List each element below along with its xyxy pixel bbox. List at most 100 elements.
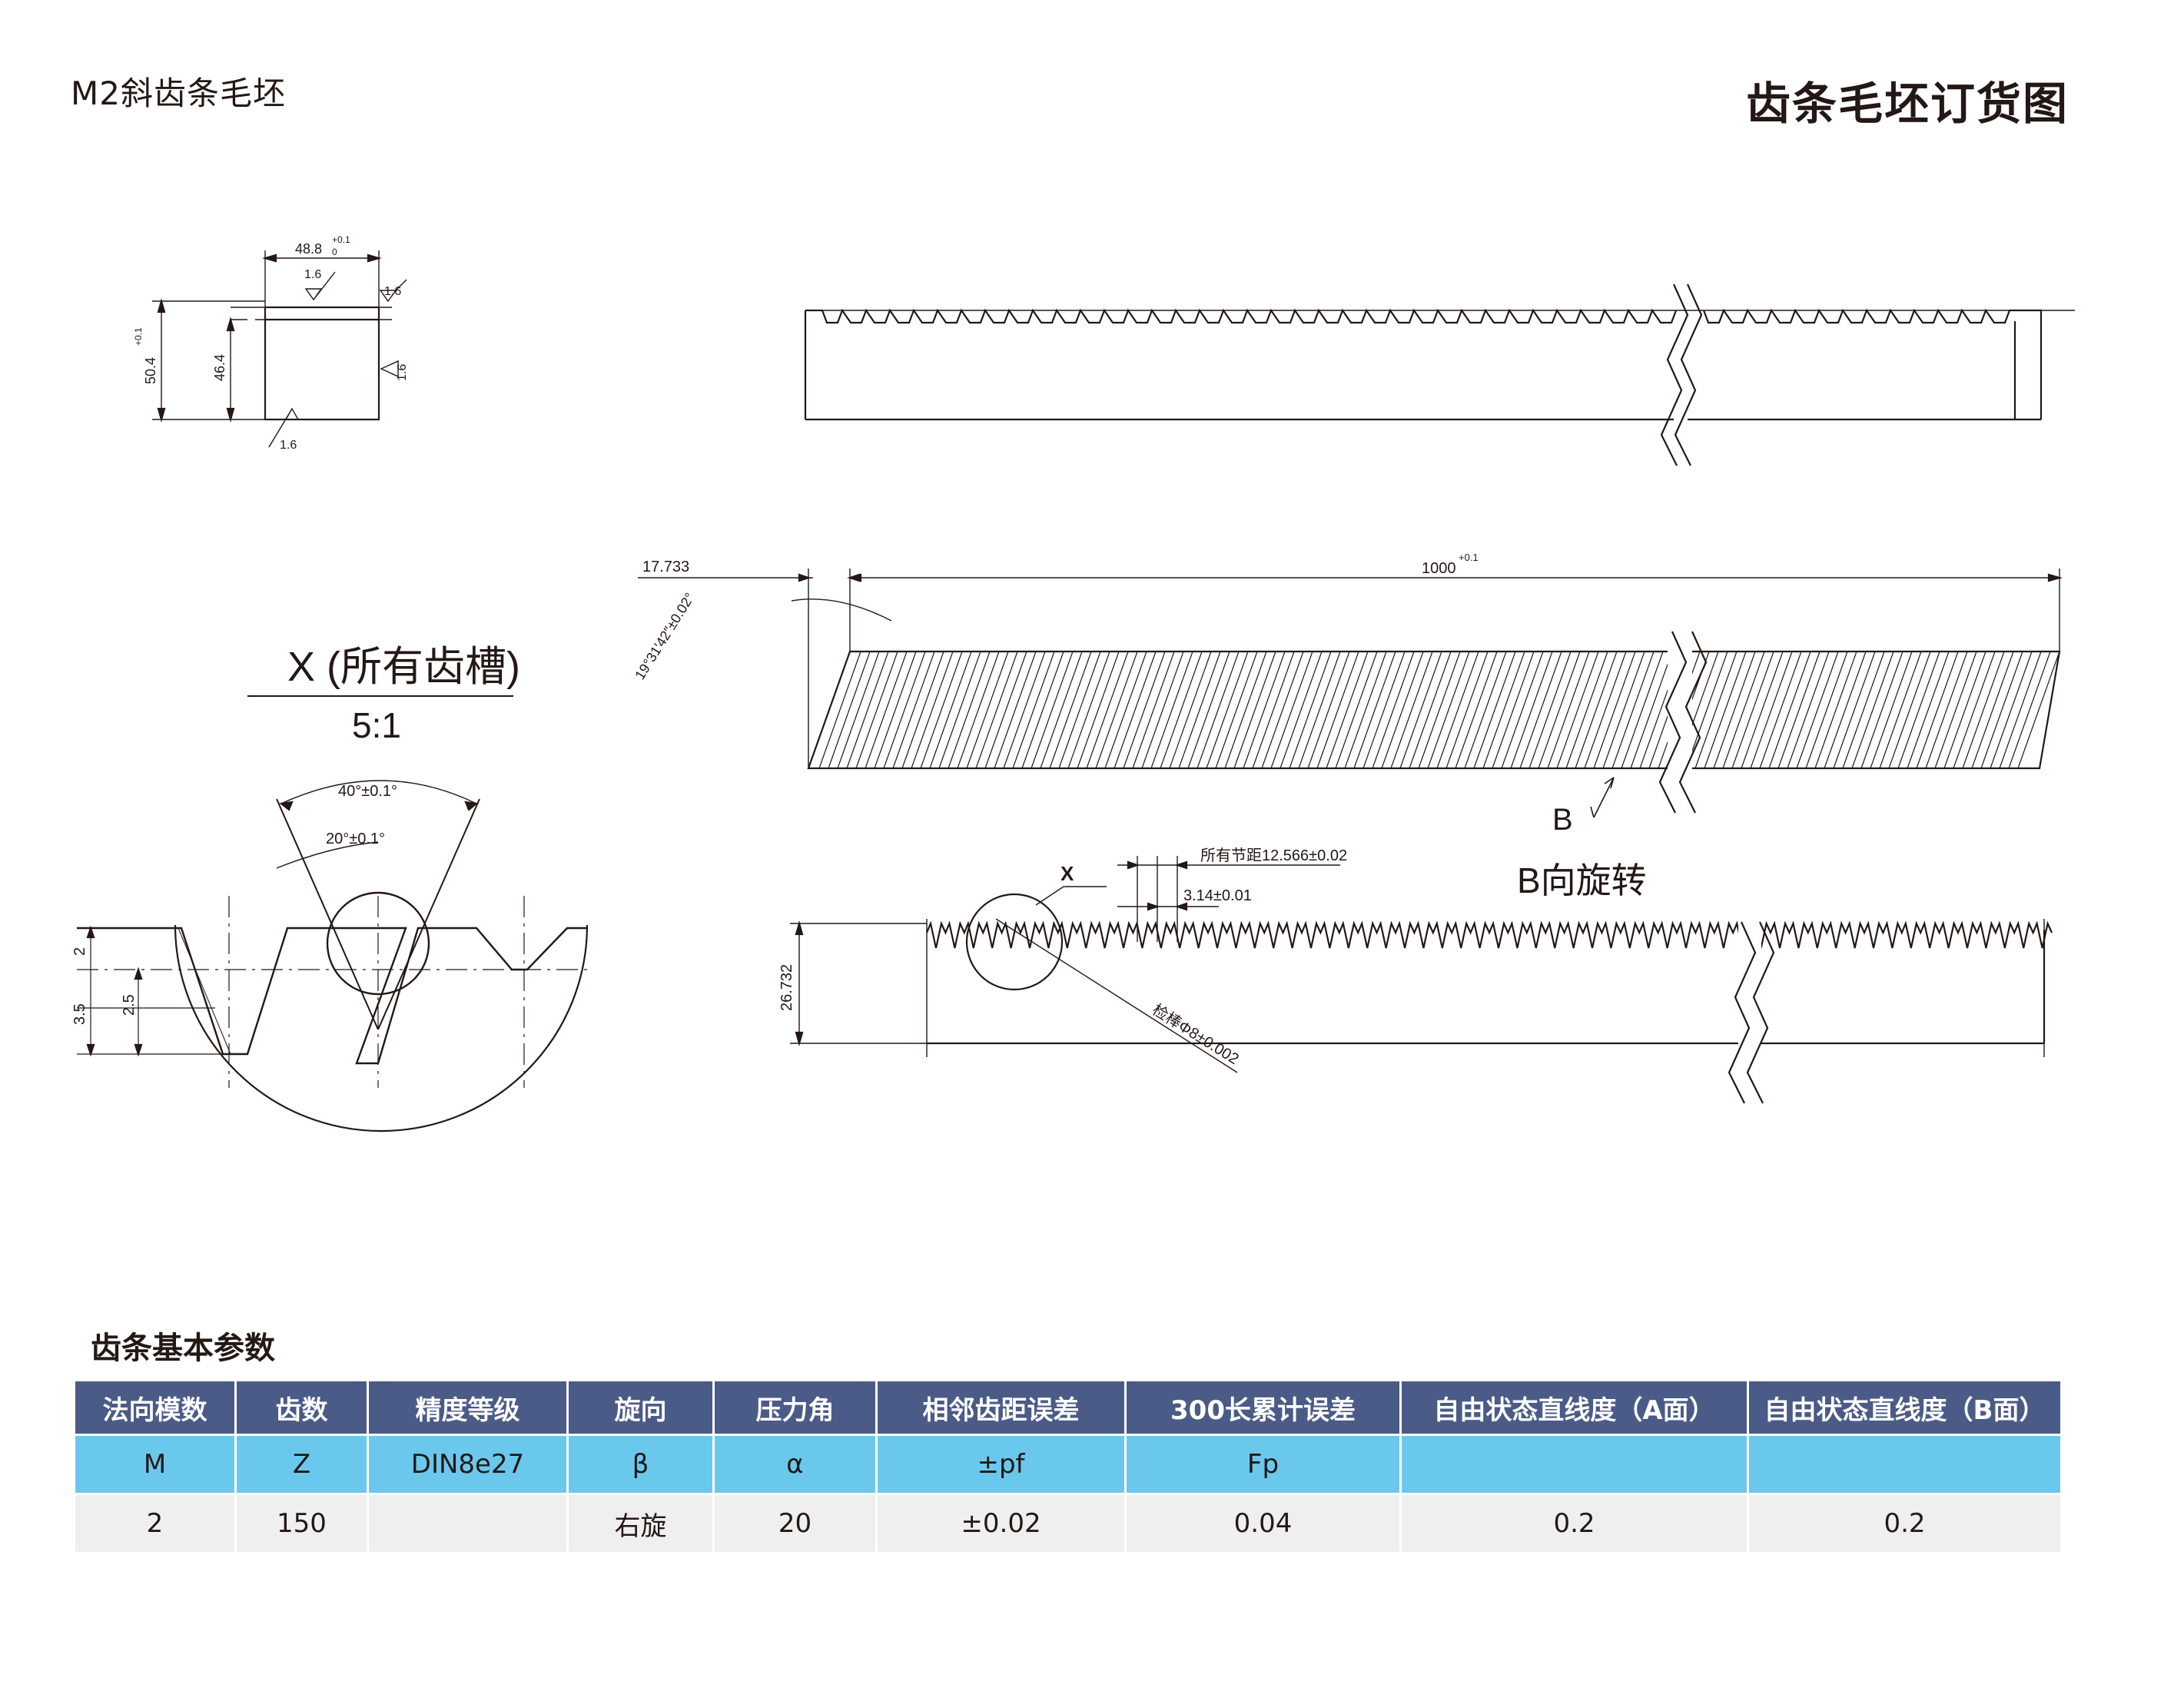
hatch-line xyxy=(874,651,917,769)
hatch-line xyxy=(1187,651,1230,769)
hatch-line xyxy=(1713,651,1756,769)
hatch-line xyxy=(1934,651,1977,769)
table-row: M Z DIN8e27 β α ±pf Fp xyxy=(73,1434,2063,1495)
hatch-line xyxy=(1353,651,1396,769)
hatch-line xyxy=(1731,651,1774,769)
hatch-line xyxy=(1999,651,2042,769)
roughness-right-label: 1.6 xyxy=(384,285,401,298)
hatch-line xyxy=(855,651,898,769)
dim-25-label: 2.5 xyxy=(121,994,138,1016)
hatch-line xyxy=(1399,651,1442,769)
hatch-line xyxy=(1206,651,1249,769)
hatch-line xyxy=(938,651,981,769)
hatch-line xyxy=(1519,651,1562,769)
angle-full-label: 40°±0.1° xyxy=(338,783,397,800)
length-tol-label: +0.1 xyxy=(1459,552,1479,563)
table-cell: 150 xyxy=(234,1493,369,1554)
angle-half-label: 20°±0.1° xyxy=(326,831,385,847)
hatch-line xyxy=(1132,651,1175,769)
table-cell: ±0.02 xyxy=(875,1493,1127,1554)
hatch-line xyxy=(1722,651,1765,769)
page-subtitle: M2斜齿条毛坯 xyxy=(71,75,286,112)
hatch-line xyxy=(1824,651,1867,769)
hatch-line xyxy=(1805,651,1848,769)
hatch-line xyxy=(1095,651,1138,769)
table-header-cell: 法向模数 xyxy=(73,1379,237,1436)
hatch-line xyxy=(901,651,944,769)
hatch-line xyxy=(1611,651,1655,769)
hatch-line xyxy=(818,651,861,769)
hatch-line xyxy=(1492,651,1535,769)
hatch-line xyxy=(1768,651,1811,769)
width-tol-label: +0.1 xyxy=(332,234,350,245)
hatch-line xyxy=(1114,651,1157,769)
hatch-line xyxy=(1685,651,1728,769)
table-row: 2 150 右旋 20 ±0.02 0.04 0.2 0.2 xyxy=(73,1493,2063,1554)
hatch-line xyxy=(1418,651,1461,769)
table-cell: 2 xyxy=(73,1493,237,1554)
hatch-line xyxy=(1372,651,1415,769)
hatch-line xyxy=(1298,651,1341,769)
rack-top-view xyxy=(638,569,2063,818)
table-cell: 20 xyxy=(712,1493,878,1554)
hatch-line xyxy=(957,651,1000,769)
table-header-cell: 自由状态直线度（A面） xyxy=(1399,1379,1749,1436)
hatch-line xyxy=(1335,651,1378,769)
inner-height-label: 46.4 xyxy=(212,354,227,381)
hatch-line xyxy=(1990,651,2033,769)
width-dim-label: 48.8 xyxy=(295,241,322,257)
hatch-line xyxy=(1860,651,1904,769)
hatch-line xyxy=(1344,651,1387,769)
hatch-line xyxy=(883,651,926,769)
table-header-cell: 精度等级 xyxy=(367,1379,569,1436)
hatch-line xyxy=(1510,651,1553,769)
hatch-line xyxy=(975,651,1018,769)
hatch-line xyxy=(1694,651,1738,769)
table-cell: 0.04 xyxy=(1124,1493,1402,1554)
table-header-cell: 旋向 xyxy=(566,1379,715,1436)
table-cell: 右旋 xyxy=(566,1493,715,1554)
hatch-line xyxy=(1759,651,1802,769)
hatch-line xyxy=(1436,651,1479,769)
rack-front-view xyxy=(804,283,2075,466)
hatch-line xyxy=(1123,651,1166,769)
hatch-line xyxy=(1058,651,1101,769)
hatch-line xyxy=(1621,651,1664,769)
table-title: 齿条基本参数 xyxy=(91,1331,275,1366)
table-cell: 0.2 xyxy=(1747,1493,2063,1554)
detail-x-view xyxy=(77,695,589,1132)
hatch-line xyxy=(1777,651,1821,769)
hatch-line xyxy=(1501,651,1544,769)
hatch-line xyxy=(1409,651,1452,769)
hatch-line xyxy=(1224,651,1267,769)
hatch-line xyxy=(1197,651,1240,769)
rack-b-view xyxy=(790,856,2053,1104)
roughness-bottom-label: 1.6 xyxy=(280,439,297,452)
hatch-line xyxy=(1897,651,1940,769)
hatch-line xyxy=(1363,651,1406,769)
hatch-line xyxy=(1575,651,1618,769)
hatch-line xyxy=(1178,651,1221,769)
hatch-line xyxy=(1556,651,1599,769)
hatch-line xyxy=(1907,651,1950,769)
table-header-cell: 相邻齿距误差 xyxy=(875,1379,1127,1436)
table-cell: β xyxy=(566,1434,715,1495)
parameters-table: 法向模数 齿数 精度等级 旋向 压力角 相邻齿距误差 300长累计误差 自由状态… xyxy=(73,1379,2063,1554)
hatch-line xyxy=(1021,651,1064,769)
length-label: 1000 xyxy=(1422,560,1456,577)
table-cell xyxy=(367,1493,569,1554)
hatch-line xyxy=(846,651,889,769)
hatch-line xyxy=(828,651,871,769)
hatch-line xyxy=(1067,651,1110,769)
height-b-label: 26.732 xyxy=(778,964,795,1011)
hatch-line xyxy=(1270,651,1313,769)
hatch-line xyxy=(1261,651,1304,769)
cross-section-view xyxy=(152,250,407,448)
offset-label: 17.733 xyxy=(642,559,689,575)
table-header-row: 法向模数 齿数 精度等级 旋向 压力角 相邻齿距误差 300长累计误差 自由状态… xyxy=(73,1379,2063,1436)
hatch-line xyxy=(911,651,954,769)
hatch-line xyxy=(1289,651,1332,769)
hatch-line xyxy=(1280,651,1323,769)
table-header-cell: 压力角 xyxy=(712,1379,878,1436)
hatch-line xyxy=(1879,651,1922,769)
